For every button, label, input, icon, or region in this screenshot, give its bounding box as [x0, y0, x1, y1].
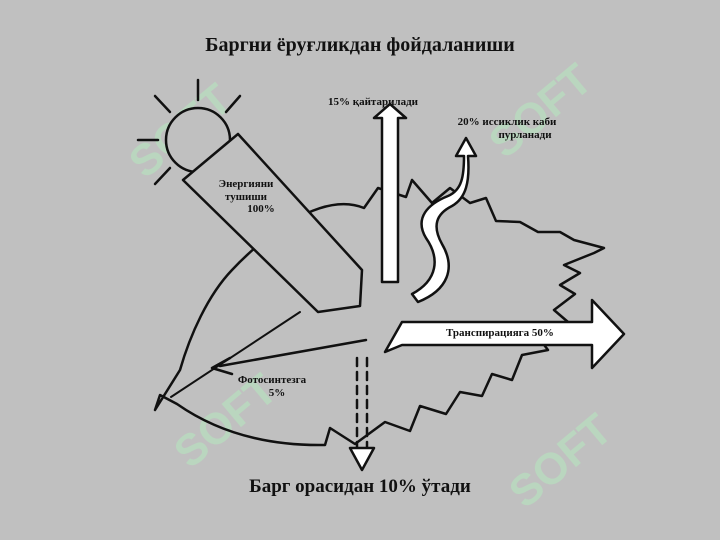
diagram-title: Баргни ёруғликдан фойдаланиши: [205, 34, 515, 56]
transpiration-label: Транспирацияга 50%: [446, 327, 554, 339]
evaporation-label-line-2: пурланади: [498, 128, 552, 141]
photosynthesis-label: Фотосинтезга 5%: [212, 374, 332, 399]
transpiration-arrow: [383, 298, 626, 370]
energy-label-line-3: 100%: [247, 203, 275, 216]
energy-label-line-1: Энергияни: [218, 178, 274, 190]
photosynthesis-label-line-1: Фотосинтезга: [237, 374, 307, 386]
photosynthesis-arrow: [210, 338, 368, 376]
energy-label-line-2: тушиши: [224, 190, 267, 203]
evaporation-label: 20% иссиклик каби пурланади: [432, 116, 582, 141]
leaf-outline: [153, 178, 606, 447]
evaporation-arrow: [410, 136, 478, 304]
diagram-caption: Барг орасидан 10% ўтади: [249, 476, 471, 497]
reflected-arrow: [372, 102, 408, 284]
energy-label: Энергияни тушиши 100%: [196, 178, 296, 216]
evaporation-label-line-1: 20% иссиклик каби: [457, 116, 557, 128]
photosynthesis-label-line-2: 5%: [268, 386, 286, 399]
transmitted-arrow: [348, 356, 376, 472]
energy-beam: [181, 132, 364, 314]
reflected-label: 15% қайтарилади: [328, 96, 418, 108]
